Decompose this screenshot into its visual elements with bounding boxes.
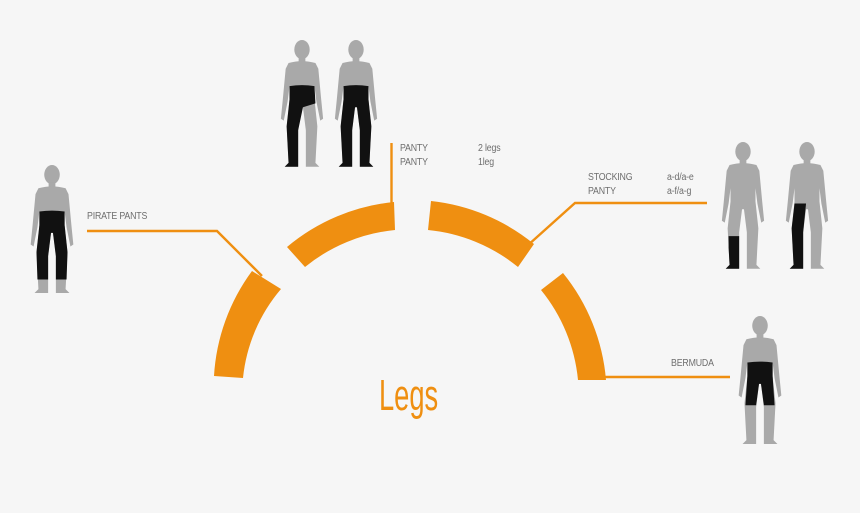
label-panty-2legs-value: 2 legs xyxy=(478,143,501,154)
connector-stocking xyxy=(526,201,707,247)
label-stocking-name: STOCKING xyxy=(588,172,633,183)
connector-lines xyxy=(87,143,730,379)
label-panty-af-name: PANTY xyxy=(588,186,616,197)
label-stocking-value: a-d/a-e xyxy=(667,172,694,183)
label-panty-1leg-value: 1leg xyxy=(478,157,494,168)
figure-pirate-pants xyxy=(30,165,74,294)
figure-stocking-af xyxy=(785,142,829,269)
label-pirate-pants: PIRATE PANTS xyxy=(87,211,148,222)
figure-bermuda xyxy=(738,316,782,445)
connector-pirate-pants xyxy=(87,229,263,277)
arc-segment-pirate-pants xyxy=(214,271,281,378)
label-bermuda: BERMUDA xyxy=(671,358,714,369)
label-panty-1leg-name: PANTY xyxy=(400,157,428,168)
arc-segments xyxy=(214,201,606,380)
label-panty-2legs-name: PANTY xyxy=(400,143,428,154)
diagram-title: Legs xyxy=(379,371,439,420)
figure-panty-1leg xyxy=(280,40,324,167)
label-panty-af-value: a-f/a-g xyxy=(667,186,692,197)
arc-segment-bermuda xyxy=(541,273,606,380)
figure-panty-2legs xyxy=(334,40,378,167)
arc-segment-stocking xyxy=(428,201,534,267)
figure-stocking-ad xyxy=(721,142,765,269)
arc-segment-panty xyxy=(287,202,395,267)
